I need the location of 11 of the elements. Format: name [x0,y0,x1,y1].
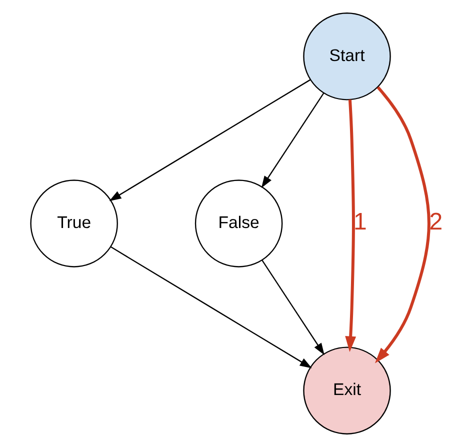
arrow [109,79,311,202]
arrow [374,86,430,364]
node-circle: False [194,180,283,268]
arrow [261,92,324,188]
edge-label: 2 [429,208,443,236]
arrow [345,100,356,352]
node-circle: Start [303,12,391,100]
arrow [110,246,312,368]
arrow [262,260,324,356]
edge-label: 1 [354,208,367,236]
node-circle: True [30,180,118,268]
